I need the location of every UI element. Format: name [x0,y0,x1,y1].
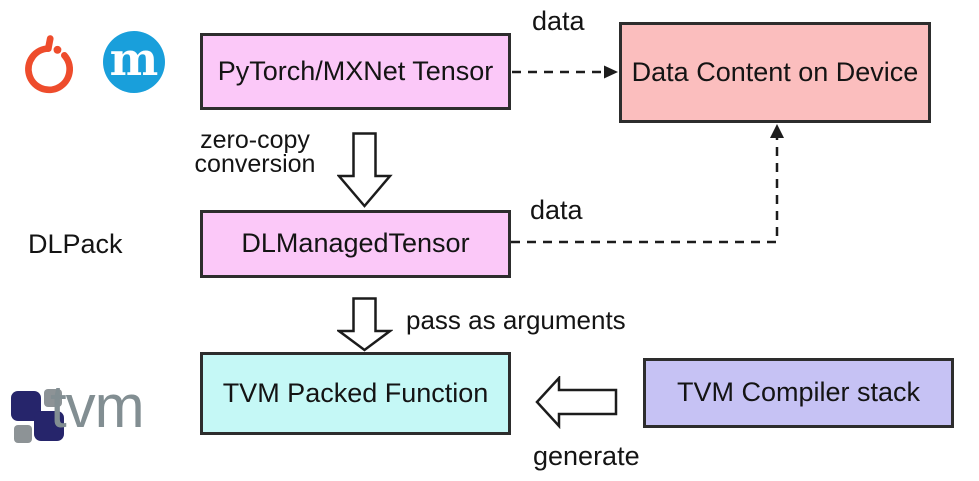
zero-copy-conversion-label: zero-copy conversion [184,126,326,178]
tvm-icon [11,389,77,445]
left-arrow-generate [535,376,618,429]
tvm-wordmark: tvm [50,373,145,440]
dlpack-label: DLPack [28,229,123,259]
pytorch-mxnet-tensor-label: PyTorch/MXNet Tensor [217,55,494,86]
tvm-packed-function-label: TVM Packed Function [222,377,489,408]
tvm-icon-square-gray-1 [44,389,62,407]
pass-as-arguments-label: pass as arguments [406,305,626,335]
down-arrow-zero-copy [337,132,393,208]
tvm-compiler-stack-box: TVM Compiler stack [643,358,954,428]
data-label-top: data [532,6,585,36]
zero-copy-line2: conversion [194,150,316,178]
zero-copy-line1: zero-copy [200,126,310,154]
dashed-arrow-dlmanaged-to-device [511,124,784,244]
dashed-arrow-tensor-to-device [512,65,618,79]
tvm-icon-square-navy-2 [34,411,64,441]
generate-label: generate [533,441,640,471]
down-arrow-pass-arguments [337,297,393,352]
pytorch-mxnet-tensor-box: PyTorch/MXNet Tensor [200,33,511,110]
dlmanagedtensor-label: DLManagedTensor [241,228,470,259]
data-content-on-device-box: Data Content on Device [619,22,931,123]
mxnet-letter: m [109,32,159,86]
data-content-on-device-label: Data Content on Device [631,56,919,87]
pytorch-icon [25,35,74,94]
tvm-icon-square-gray-2 [14,425,32,443]
tvm-packed-function-box: TVM Packed Function [200,352,511,435]
mxnet-icon: m [103,31,165,93]
dlmanagedtensor-box: DLManagedTensor [200,210,511,278]
tvm-compiler-stack-label: TVM Compiler stack [676,377,921,408]
data-label-middle: data [530,195,583,225]
